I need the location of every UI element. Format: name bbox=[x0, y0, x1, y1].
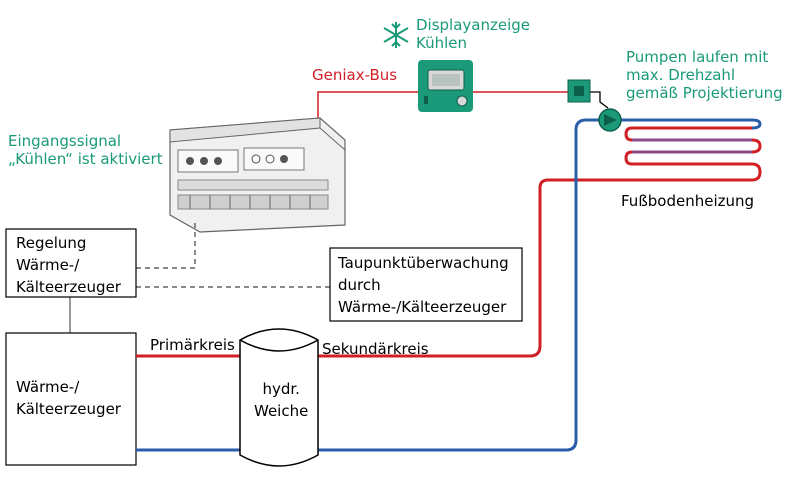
pump-info: Pumpen laufen mit max. Drehzahl gemäß Pr… bbox=[626, 48, 783, 102]
input-signal-line2: „Kühlen“ ist aktiviert bbox=[8, 150, 163, 168]
floor-heating-label: Fußbodenheizung bbox=[621, 192, 755, 210]
pump-icon bbox=[598, 108, 622, 132]
pump-info-line3: gemäß Projektierung bbox=[626, 84, 783, 102]
dew-line3: Wärme-/Kälteerzeuger bbox=[338, 298, 507, 316]
bus-label: Geniax-Bus bbox=[312, 66, 398, 84]
generator-box-text: Wärme-/ Kälteerzeuger bbox=[16, 376, 121, 420]
controller-device bbox=[169, 117, 346, 233]
dew-line1: Taupunktüberwachung bbox=[338, 254, 509, 272]
display-title-line2: Kühlen bbox=[416, 34, 468, 52]
separator-line1: hydr. bbox=[262, 380, 300, 398]
dew-line2: durch bbox=[338, 276, 381, 294]
display-title: Displayanzeige Kühlen bbox=[416, 16, 530, 52]
separator-text: hydr. Weiche bbox=[254, 378, 308, 422]
floor-loop-purple bbox=[632, 138, 752, 154]
signal-line-control bbox=[136, 222, 196, 269]
module-pump-link bbox=[590, 91, 609, 109]
dewpoint-box-text: Taupunktüberwachung durch Wärme-/Kälteer… bbox=[338, 252, 509, 318]
generator-line2: Kälteerzeuger bbox=[16, 400, 121, 418]
primary-circuit-label: Primärkreis bbox=[150, 336, 235, 354]
input-signal-label: Eingangssignal „Kühlen“ ist aktiviert bbox=[8, 132, 163, 168]
secondary-circuit-label: Sekundärkreis bbox=[322, 340, 429, 358]
input-signal-line1: Eingangssignal bbox=[8, 132, 122, 150]
snowflake-icon bbox=[383, 22, 409, 48]
control-line2: Wärme-/ bbox=[16, 256, 80, 274]
display-unit[interactable] bbox=[418, 60, 473, 112]
generator-line1: Wärme-/ bbox=[16, 378, 80, 396]
control-line3: Kälteerzeuger bbox=[16, 278, 121, 296]
dewpoint-box bbox=[329, 247, 523, 322]
hydraulic-separator bbox=[239, 328, 319, 467]
control-box-text: Regelung Wärme-/ Kälteerzeuger bbox=[16, 232, 121, 298]
control-box bbox=[5, 228, 137, 298]
generator-box bbox=[5, 332, 137, 466]
flow-pipe bbox=[136, 126, 762, 358]
pump-info-line1: Pumpen laufen mit bbox=[626, 48, 769, 66]
bus-module bbox=[567, 79, 591, 103]
pump-info-line2: max. Drehzahl bbox=[626, 66, 736, 84]
control-line1: Regelung bbox=[16, 234, 87, 252]
separator-line2: Weiche bbox=[254, 402, 309, 420]
return-pipe bbox=[136, 118, 762, 452]
display-title-line1: Displayanzeige bbox=[416, 16, 531, 34]
